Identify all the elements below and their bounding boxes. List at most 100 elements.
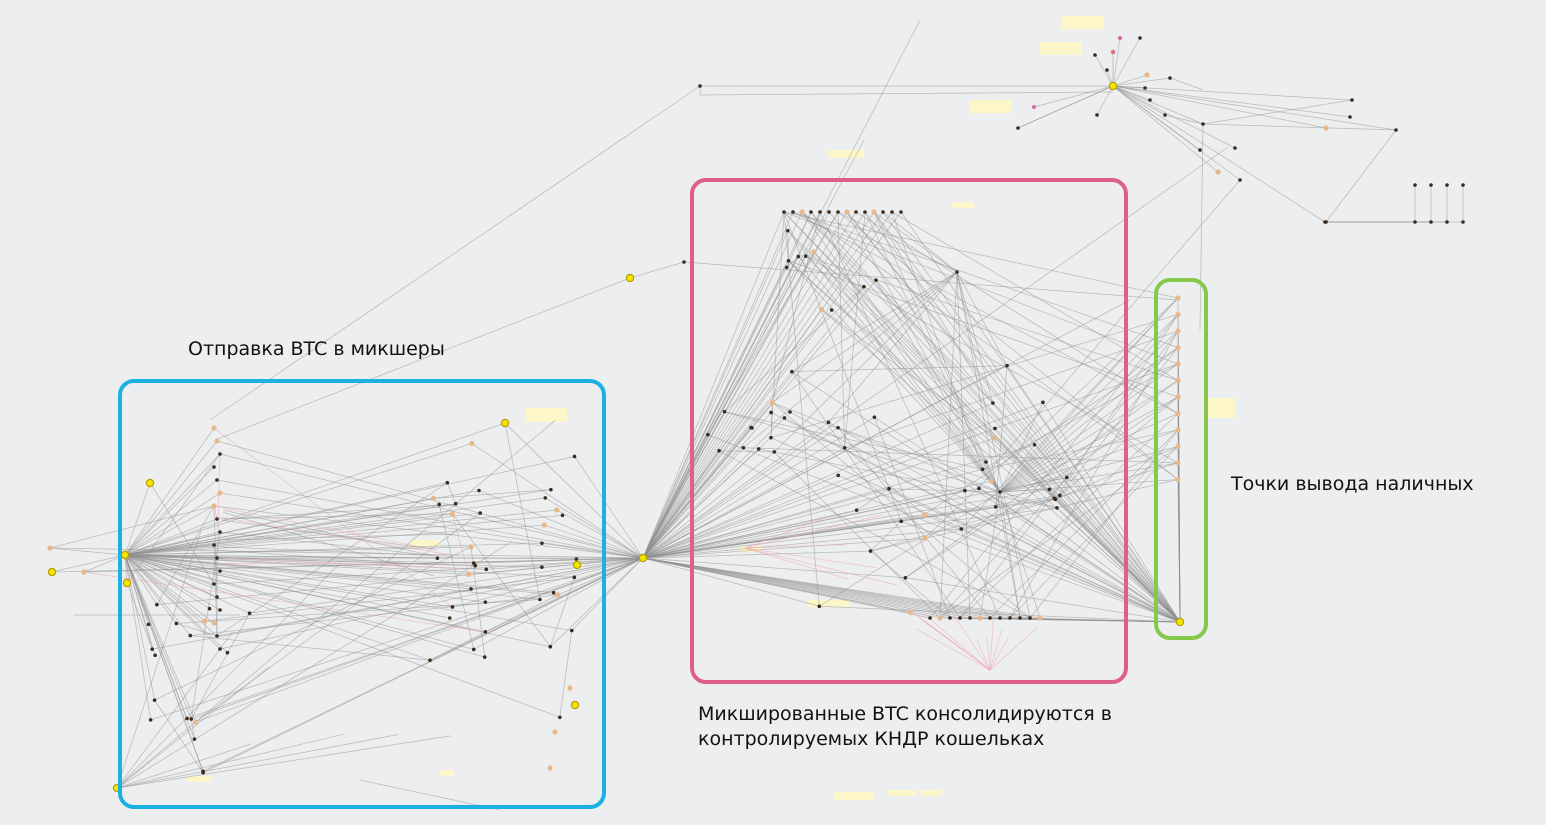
graph-node — [1041, 400, 1045, 405]
graph-edge — [116, 420, 556, 789]
graph-edge — [844, 447, 925, 515]
graph-edge — [642, 416, 875, 559]
graph-node — [471, 647, 476, 652]
graph-edge — [223, 512, 434, 577]
graph-edge — [126, 453, 221, 584]
graph-node — [1215, 169, 1221, 175]
graph-edge — [772, 402, 1181, 623]
graph-edge — [1019, 617, 1181, 623]
graph-node — [899, 210, 903, 214]
graph-node — [796, 254, 801, 259]
graph-node — [1175, 410, 1181, 417]
graph-edge — [124, 440, 218, 556]
graph-node — [863, 210, 867, 214]
graph-edge — [642, 557, 906, 579]
graph-edge — [837, 211, 958, 273]
graph-node — [903, 575, 908, 580]
graph-edge — [1009, 446, 1179, 619]
graph-edge — [1094, 54, 1114, 87]
graph-edge — [471, 443, 644, 559]
graph-edge — [699, 91, 1114, 96]
graph-edge — [821, 308, 996, 439]
node-label-pad — [970, 100, 1012, 113]
graph-edge — [124, 509, 557, 556]
graph-node — [211, 425, 217, 431]
graph-edge — [999, 314, 1179, 493]
graph-node — [1175, 311, 1181, 318]
graph-edge — [149, 482, 215, 585]
graph-node — [1238, 178, 1242, 182]
graph-edge — [545, 497, 644, 559]
graph-node — [948, 616, 952, 620]
graph-edge — [642, 528, 962, 559]
graph-edge — [873, 211, 958, 273]
graph-edge — [1112, 85, 1219, 173]
graph-edge — [213, 505, 218, 598]
graph-edge — [556, 509, 644, 559]
graph-node — [468, 544, 474, 550]
graph-edge — [801, 211, 1179, 480]
graph-node — [842, 446, 847, 450]
graph-node — [1037, 615, 1043, 621]
graph-edge — [642, 450, 720, 559]
consolidation-caption: Микшированные BTC консолидируются в конт… — [698, 702, 1112, 752]
graph-edge — [1112, 85, 1146, 89]
graph-node — [122, 578, 132, 588]
graph-node — [218, 530, 222, 534]
graph-edge — [124, 554, 450, 619]
graph-edge — [124, 554, 195, 740]
graph-node — [682, 260, 686, 264]
graph-node — [145, 478, 155, 488]
graph-edge — [124, 554, 575, 578]
graph-node — [1175, 617, 1185, 627]
graph-node — [469, 440, 475, 447]
graph-edge — [221, 546, 454, 557]
graph-node — [47, 545, 53, 551]
graph-node — [483, 630, 488, 634]
graph-node — [959, 527, 964, 531]
graph-node — [449, 511, 455, 517]
graph-edge — [642, 427, 752, 559]
graph-edge — [642, 480, 992, 559]
graph-node — [569, 628, 574, 633]
graph-edge — [788, 260, 1001, 493]
graph-node — [907, 610, 914, 616]
graph-edge — [792, 211, 1179, 414]
graph-node — [1111, 50, 1115, 54]
graph-edge — [219, 492, 644, 559]
graph-node — [430, 495, 437, 501]
graph-node — [150, 647, 155, 651]
graph-node — [874, 278, 878, 282]
graph-edge — [875, 279, 1001, 493]
graph-edge — [1112, 85, 1204, 125]
graph-edge — [1096, 85, 1114, 116]
graph-edge — [124, 422, 506, 556]
graph-edge — [1006, 365, 1181, 623]
graph-node — [572, 454, 577, 459]
graph-edge — [124, 554, 559, 596]
graph-node — [977, 486, 981, 491]
graph-edge — [214, 277, 631, 441]
graph-edge — [438, 504, 475, 650]
graph-edge — [819, 211, 1001, 619]
graph-node — [1175, 460, 1181, 466]
graph-edge — [916, 628, 991, 671]
graph-edge — [805, 255, 1179, 381]
graph-edge — [1029, 429, 1179, 619]
graph-edge — [124, 505, 215, 556]
graph-edge — [772, 271, 958, 403]
graph-node — [555, 592, 561, 598]
graph-node — [922, 535, 928, 541]
graph-edge — [213, 505, 644, 559]
graph-edge — [124, 554, 210, 609]
node-label-pad — [410, 540, 440, 547]
node-layer — [47, 36, 1465, 793]
graph-node — [1148, 98, 1152, 102]
graph-node — [988, 478, 994, 484]
graph-edge — [49, 547, 126, 556]
graph-node — [477, 488, 481, 493]
graph-node — [899, 519, 904, 524]
graph-node — [1175, 394, 1181, 400]
graph-node — [478, 511, 483, 515]
graph-node — [247, 611, 252, 616]
